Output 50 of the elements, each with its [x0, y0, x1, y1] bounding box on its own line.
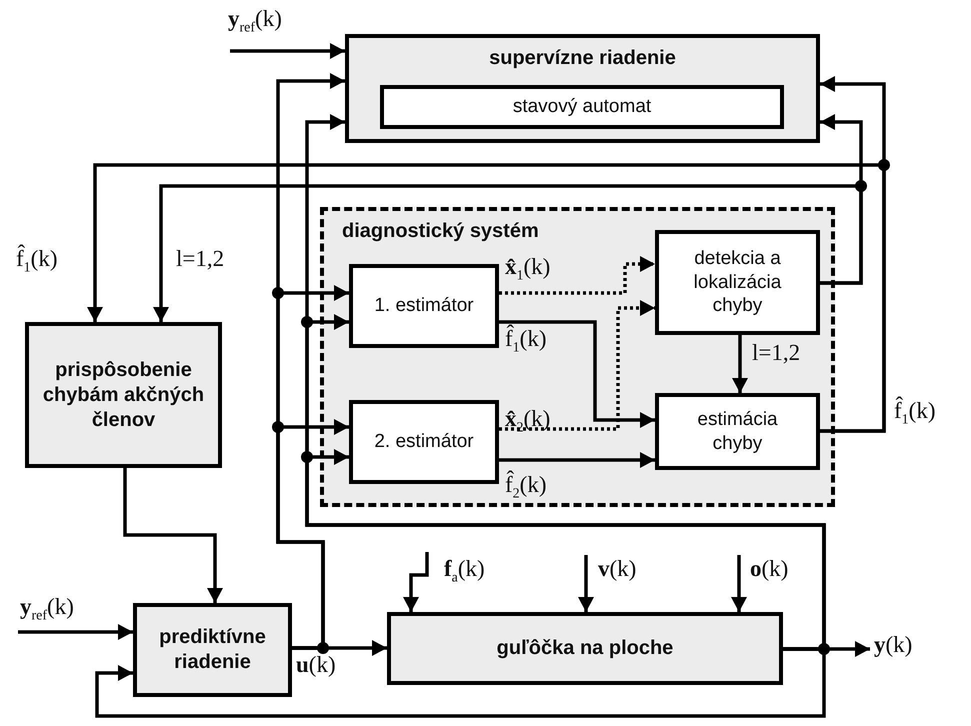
- process-box: [655, 230, 820, 335]
- region-title: diagnostický systém: [342, 219, 539, 244]
- arrow: [230, 43, 345, 59]
- dotted-arrow: [499, 256, 655, 295]
- control-block: [133, 603, 292, 697]
- process-box: [655, 393, 820, 470]
- signal-label: l=1,2: [752, 340, 800, 366]
- arrow: [87, 163, 886, 433]
- arrow: [499, 320, 655, 428]
- signal-label: x̂$_{2}$(k): [505, 406, 550, 437]
- arrow: [783, 641, 870, 657]
- process-box: [349, 264, 499, 348]
- block-label: guľôčka na ploche: [496, 636, 674, 661]
- block-label: supervízne riadenie: [489, 46, 676, 71]
- process-box: [349, 400, 499, 484]
- arrow: [731, 555, 747, 612]
- block-label: stavový automat: [512, 95, 652, 119]
- block-label: 2. estimátor: [374, 430, 474, 454]
- block-label: 1. estimátor: [374, 294, 474, 318]
- signal-label: f̂$_{1}$(k): [505, 326, 546, 357]
- block-label: estimácia chyby: [696, 408, 779, 456]
- arrow: [499, 452, 655, 468]
- arrow: [18, 624, 133, 640]
- subsystem-region: [320, 207, 835, 507]
- signal-label: f$_{a}$(k): [444, 556, 485, 587]
- arrow: [123, 468, 223, 603]
- block-label: detekcia a lokalizácia chyby: [692, 246, 782, 318]
- signal-label: f̂$_{1}$(k): [894, 398, 936, 429]
- arrow: [578, 555, 594, 612]
- arrow: [403, 552, 429, 612]
- control-block: [25, 322, 222, 468]
- arrow: [153, 184, 863, 322]
- block-label: prispôsobenie chybám akčných členov: [42, 358, 206, 432]
- dotted-arrow: [499, 300, 655, 431]
- signal-label: o(k): [750, 556, 788, 582]
- plant-block: [387, 612, 783, 685]
- signal-label: f̂$_{1}$(k): [16, 246, 58, 277]
- signal-label: y$_{ref}$(k): [228, 6, 282, 37]
- arrow: [292, 640, 387, 656]
- signal-label: x̂$_{1}$(k): [505, 254, 550, 285]
- signal-label: v(k): [598, 556, 636, 582]
- signal-label: u(k): [296, 652, 336, 678]
- signal-label: l=1,2: [176, 246, 224, 272]
- arrow: [732, 335, 748, 393]
- process-box: [380, 85, 784, 129]
- signal-label: y(k): [874, 632, 912, 658]
- signal-label: y$_{ref}$(k): [20, 594, 74, 625]
- control-block: [345, 34, 820, 143]
- block-label: prediktívne riadenie: [158, 625, 267, 675]
- signal-label: f̂$_{2}$(k): [505, 472, 546, 503]
